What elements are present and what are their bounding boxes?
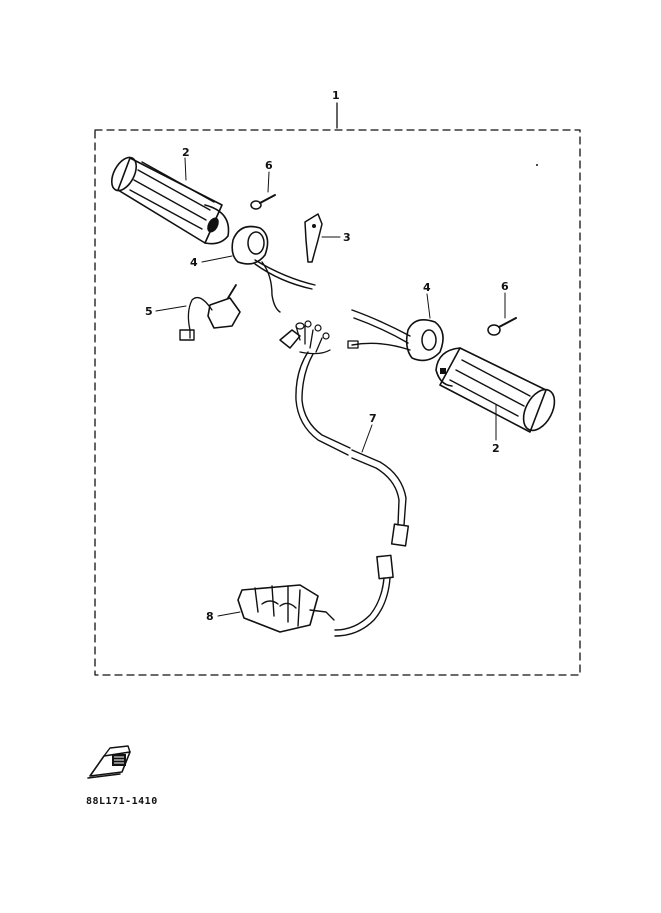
part-code: 88L171-1410	[86, 796, 158, 807]
grip-right	[435, 347, 556, 433]
connector-part	[304, 213, 323, 263]
callout-screw-left: 6	[265, 159, 273, 172]
callout-screw-right: 6	[501, 280, 509, 293]
callout-wire-harness: 7	[369, 412, 377, 425]
callout-grip-right: 2	[492, 442, 500, 455]
switch-part	[179, 284, 241, 341]
wire-harness	[279, 320, 410, 637]
screw-left	[250, 194, 276, 210]
controller-block	[237, 584, 335, 633]
screw-right	[487, 317, 517, 336]
housing-left	[231, 225, 316, 313]
housing-right	[347, 309, 444, 362]
callout-connector: 3	[343, 231, 351, 244]
callout-housing-left: 4	[190, 256, 198, 269]
callout-grip-left: 2	[182, 146, 190, 159]
callout-housing-right: 4	[423, 281, 431, 294]
callout-switch: 5	[145, 305, 153, 318]
callout-controller: 8	[206, 610, 214, 623]
assembly-boundary	[94, 102, 581, 676]
manual-book-icon	[87, 745, 131, 779]
grip-left	[110, 156, 230, 245]
assembly-number: 1	[332, 89, 340, 102]
